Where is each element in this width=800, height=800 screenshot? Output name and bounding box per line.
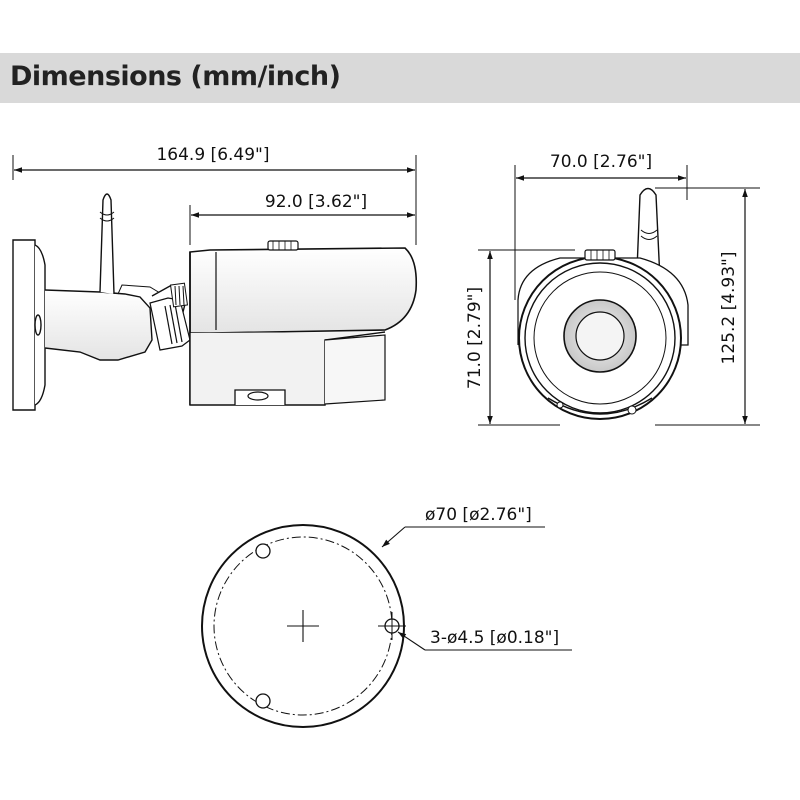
front-top-screw (584, 249, 616, 261)
front-view (478, 165, 760, 426)
lower-housing (189, 331, 386, 406)
overall-length-label: 164.9 [6.49"] (156, 145, 269, 165)
header-bar: Dimensions (mm/inch) (0, 53, 800, 103)
front-antenna (636, 187, 661, 281)
top-screw (267, 240, 299, 251)
width-label: 70.0 [2.76"] (550, 152, 652, 172)
hole-leader (397, 631, 426, 651)
camera-housing (189, 247, 418, 334)
antenna-ring (99, 211, 115, 222)
bracket-arm (44, 289, 153, 361)
connector-knob (169, 282, 189, 308)
mounting-hole (255, 693, 271, 709)
wall-plate-hole (34, 314, 42, 336)
side-view (12, 155, 418, 411)
mounting-hole (255, 543, 271, 559)
page-title: Dimensions (mm/inch) (10, 61, 341, 92)
mounting-holes-label: 3-ø4.5 [ø0.18"] (430, 628, 559, 648)
base-view (201, 524, 572, 728)
total-height-label: 125.2 [4.93"] (719, 251, 739, 364)
lens-center (575, 311, 625, 361)
wall-plate (12, 239, 36, 411)
base-diameter-label: ø70 [ø2.76"] (425, 505, 532, 525)
bracket-antenna (99, 193, 115, 295)
body-height-label: 71.0 [2.79"] (465, 287, 485, 389)
diameter-leader (381, 526, 406, 548)
body-length-label: 92.0 [3.62"] (265, 192, 367, 212)
